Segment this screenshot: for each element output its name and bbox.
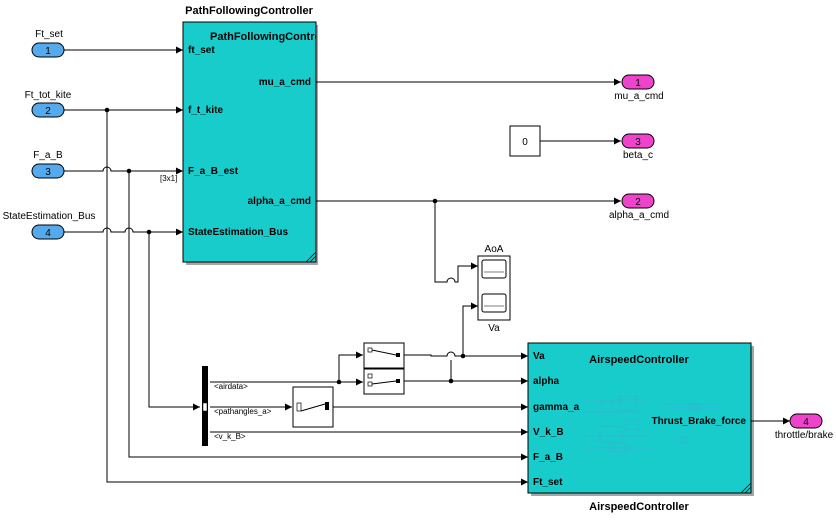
constant-block[interactable]: 0 <box>509 125 541 157</box>
airspeed-controller-block[interactable]: AirspeedController Va alpha gamma_a V_k_… <box>527 342 754 513</box>
port-thrust-brake-force: Thrust_Brake_force <box>652 416 747 427</box>
outport-3-number: 3 <box>635 137 641 148</box>
port-ft-set: ft_set <box>188 45 215 56</box>
dimension-label: [3x1] <box>160 174 177 183</box>
inport-1[interactable]: Ft_set 1 <box>31 29 65 58</box>
scope-top-label: AoA <box>485 244 504 255</box>
port-ft-set-airspeed: Ft_set <box>533 477 563 488</box>
outport-1[interactable]: 1 mu_a_cmd <box>614 74 664 102</box>
scope-block[interactable]: AoA Va <box>477 244 511 334</box>
airspeed-controller-inner-title: AirspeedController <box>589 354 689 366</box>
inport-2-number: 2 <box>45 106 51 117</box>
outport-3-name: beta_c <box>623 150 653 161</box>
port-f-t-kite: f_t_kite <box>188 105 223 116</box>
outport-2-name: alpha_a_cmd <box>609 210 669 221</box>
selector-switch-small[interactable] <box>292 386 334 428</box>
inport-4-name: StateEstimation_Bus <box>3 211 96 222</box>
outport-4-number: 4 <box>803 417 809 428</box>
outport-2-number: 2 <box>635 197 641 208</box>
path-following-controller-block[interactable]: PathFollowingController PathFollowingCon… <box>182 5 321 265</box>
inport-3-name: F_a_B <box>33 150 63 161</box>
path-controller-title: PathFollowingController <box>185 5 313 17</box>
outport-4-name: throttle/brake <box>775 430 834 441</box>
port-va: Va <box>533 351 545 362</box>
outport-2[interactable]: 2 alpha_a_cmd <box>609 193 669 221</box>
selector-switch-top[interactable] <box>363 342 405 369</box>
inport-3-number: 3 <box>45 167 51 178</box>
signal-wires <box>64 46 790 486</box>
bus-selector-block[interactable]: <airdata> <pathangles_a> <v_k_B> <box>202 366 272 446</box>
port-alpha: alpha <box>533 376 560 387</box>
bus-signal-vkb: <v_k_B> <box>214 432 246 441</box>
junction-dots <box>104 107 466 385</box>
port-mu-a-cmd: mu_a_cmd <box>259 77 311 88</box>
port-state-estimation-bus: StateEstimation_Bus <box>188 227 288 238</box>
bus-signal-airdata: <airdata> <box>214 382 248 391</box>
constant-value: 0 <box>522 137 528 148</box>
subsystem-preview <box>583 395 720 453</box>
outport-4[interactable]: 4 throttle/brake <box>775 413 834 441</box>
port-alpha-a-cmd: alpha_a_cmd <box>248 196 311 207</box>
inport-3[interactable]: F_a_B 3 <box>31 150 65 179</box>
inport-1-number: 1 <box>45 46 51 57</box>
inport-2-name: Ft_tot_kite <box>25 90 72 101</box>
port-v-k-b: V_k_B <box>533 427 564 438</box>
port-gamma-a: gamma_a <box>533 402 580 413</box>
bus-signal-pathangles: <pathangles_a> <box>214 407 272 416</box>
path-controller-inner-title: PathFollowingContro <box>210 31 321 43</box>
port-f-a-b: F_a_B <box>533 452 563 463</box>
outport-3[interactable]: 3 beta_c <box>621 133 655 161</box>
scope-bottom-label: Va <box>488 323 500 334</box>
inport-2[interactable]: Ft_tot_kite 2 <box>25 90 72 118</box>
port-f-a-b-est: F_a_B_est <box>188 166 239 177</box>
airspeed-controller-title: AirspeedController <box>589 501 689 513</box>
outport-1-number: 1 <box>635 78 641 89</box>
inport-4[interactable]: StateEstimation_Bus 4 <box>3 211 96 240</box>
outport-1-name: mu_a_cmd <box>614 91 663 102</box>
selector-switch-bottom[interactable] <box>363 368 405 395</box>
inport-4-number: 4 <box>45 228 51 239</box>
inport-1-name: Ft_set <box>35 29 63 40</box>
